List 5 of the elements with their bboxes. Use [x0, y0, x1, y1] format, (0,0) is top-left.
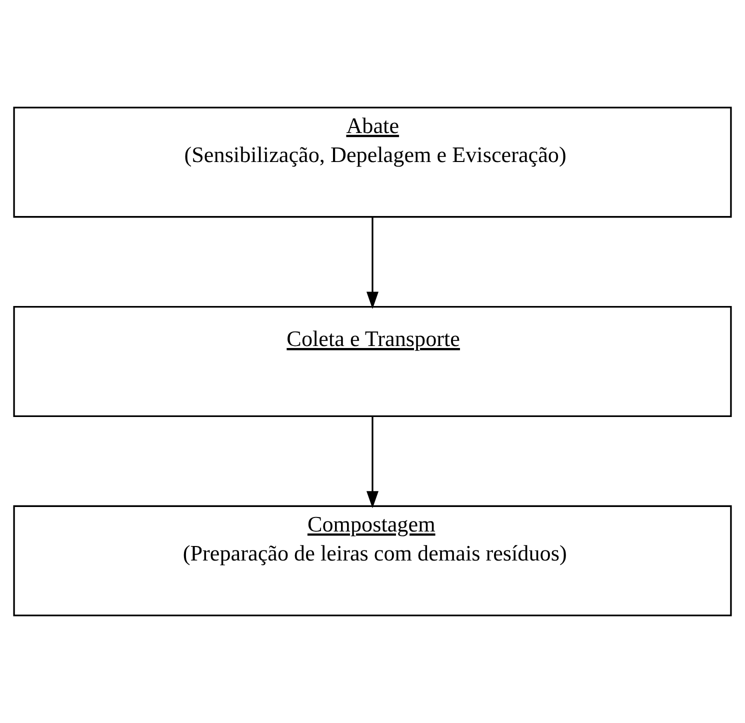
node-box: Coleta e Transporte [13, 306, 732, 417]
node-box: Compostagem (Preparação de leiras com demais resíduos) [13, 505, 732, 616]
node-box: Abate (Sensibilização, Depelagem e Evisceração) [13, 106, 732, 218]
arrow [366, 416, 379, 508]
arrow [366, 217, 379, 309]
